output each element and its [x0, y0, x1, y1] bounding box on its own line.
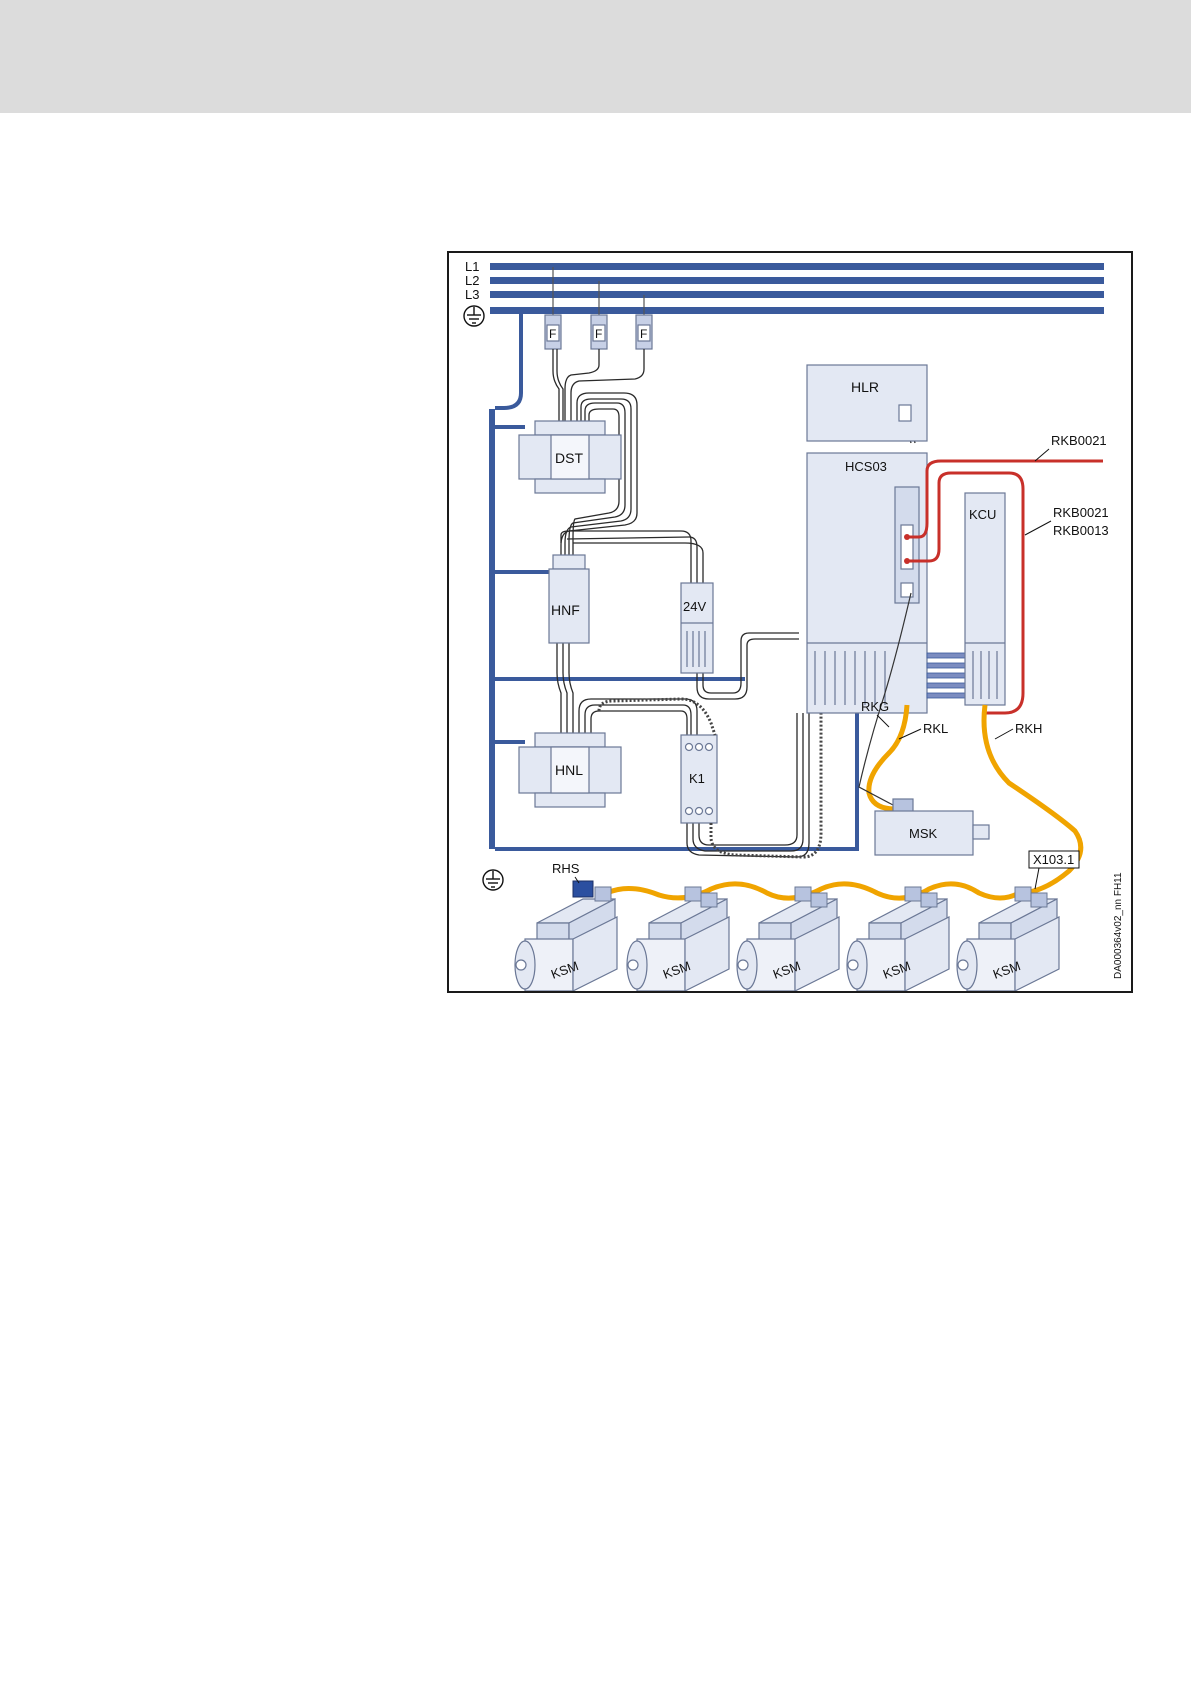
supply-buses: L1 L2 L3 [465, 259, 1104, 314]
diagram-canvas: L1 L2 L3 F [449, 253, 1131, 991]
power-supply-24v: 24V [681, 583, 713, 673]
rkg-label: RKG [861, 699, 889, 714]
hcs03-drive: HCS03 [807, 453, 927, 713]
kcu-unit: KCU [965, 493, 1005, 705]
hnf-filter: HNF [549, 555, 589, 643]
rhs-terminator [573, 881, 593, 897]
rkb0021-top-label: RKB0021 [1051, 433, 1107, 448]
rkl-label: RKL [923, 721, 948, 736]
motor-icon: KSM [627, 899, 729, 991]
hlr-resistor: HLR [807, 365, 927, 441]
rkb0021-mid-label: RKB0021 [1053, 505, 1109, 520]
bus-label-l2: L2 [465, 273, 479, 288]
hnl-label: HNL [555, 762, 583, 778]
motor-icon: KSM [957, 899, 1059, 991]
bus-l3 [490, 291, 1104, 298]
fuse-icon: F [545, 315, 561, 349]
power-supply-label: 24V [683, 599, 706, 614]
rkh-label: RKH [1015, 721, 1042, 736]
bus-pe [490, 307, 1104, 314]
motor-icon: KSM [515, 899, 617, 991]
hlr-label: HLR [851, 379, 879, 395]
k1-contactor: K1 [681, 735, 717, 823]
bus-label-l3: L3 [465, 287, 479, 302]
page-header-band [0, 0, 1191, 113]
rhs-label: RHS [552, 861, 580, 876]
bus-label-l1: L1 [465, 259, 479, 274]
hnf-label: HNF [551, 602, 580, 618]
orange-cables [607, 705, 1081, 898]
dst-transformer: DST [519, 421, 621, 493]
fuse-label: F [640, 327, 647, 341]
motor-icon: KSM [847, 899, 949, 991]
fuse-label: F [595, 327, 602, 341]
hnl-choke: HNL [519, 733, 621, 807]
figure-id: DA000364v02_nn FH11 [1113, 872, 1124, 979]
kcu-label: KCU [969, 507, 996, 522]
fuse-label: F [549, 327, 556, 341]
msk-label: MSK [909, 826, 938, 841]
fuse-icon: F [636, 315, 652, 349]
rkb0013-label: RKB0013 [1053, 523, 1109, 538]
dst-label: DST [555, 450, 583, 466]
motor-icon: KSM [737, 899, 839, 991]
bus-l1 [490, 263, 1104, 270]
wiring-diagram: L1 L2 L3 F [447, 251, 1133, 993]
x103-label: X103.1 [1033, 852, 1074, 867]
ground-icon [483, 870, 503, 890]
bus-l2 [490, 277, 1104, 284]
dc-bus-link [927, 653, 965, 698]
k1-label: K1 [689, 771, 705, 786]
ground-icon [464, 306, 484, 326]
fuse-icon: F [591, 315, 607, 349]
hcs03-label: HCS03 [845, 459, 887, 474]
